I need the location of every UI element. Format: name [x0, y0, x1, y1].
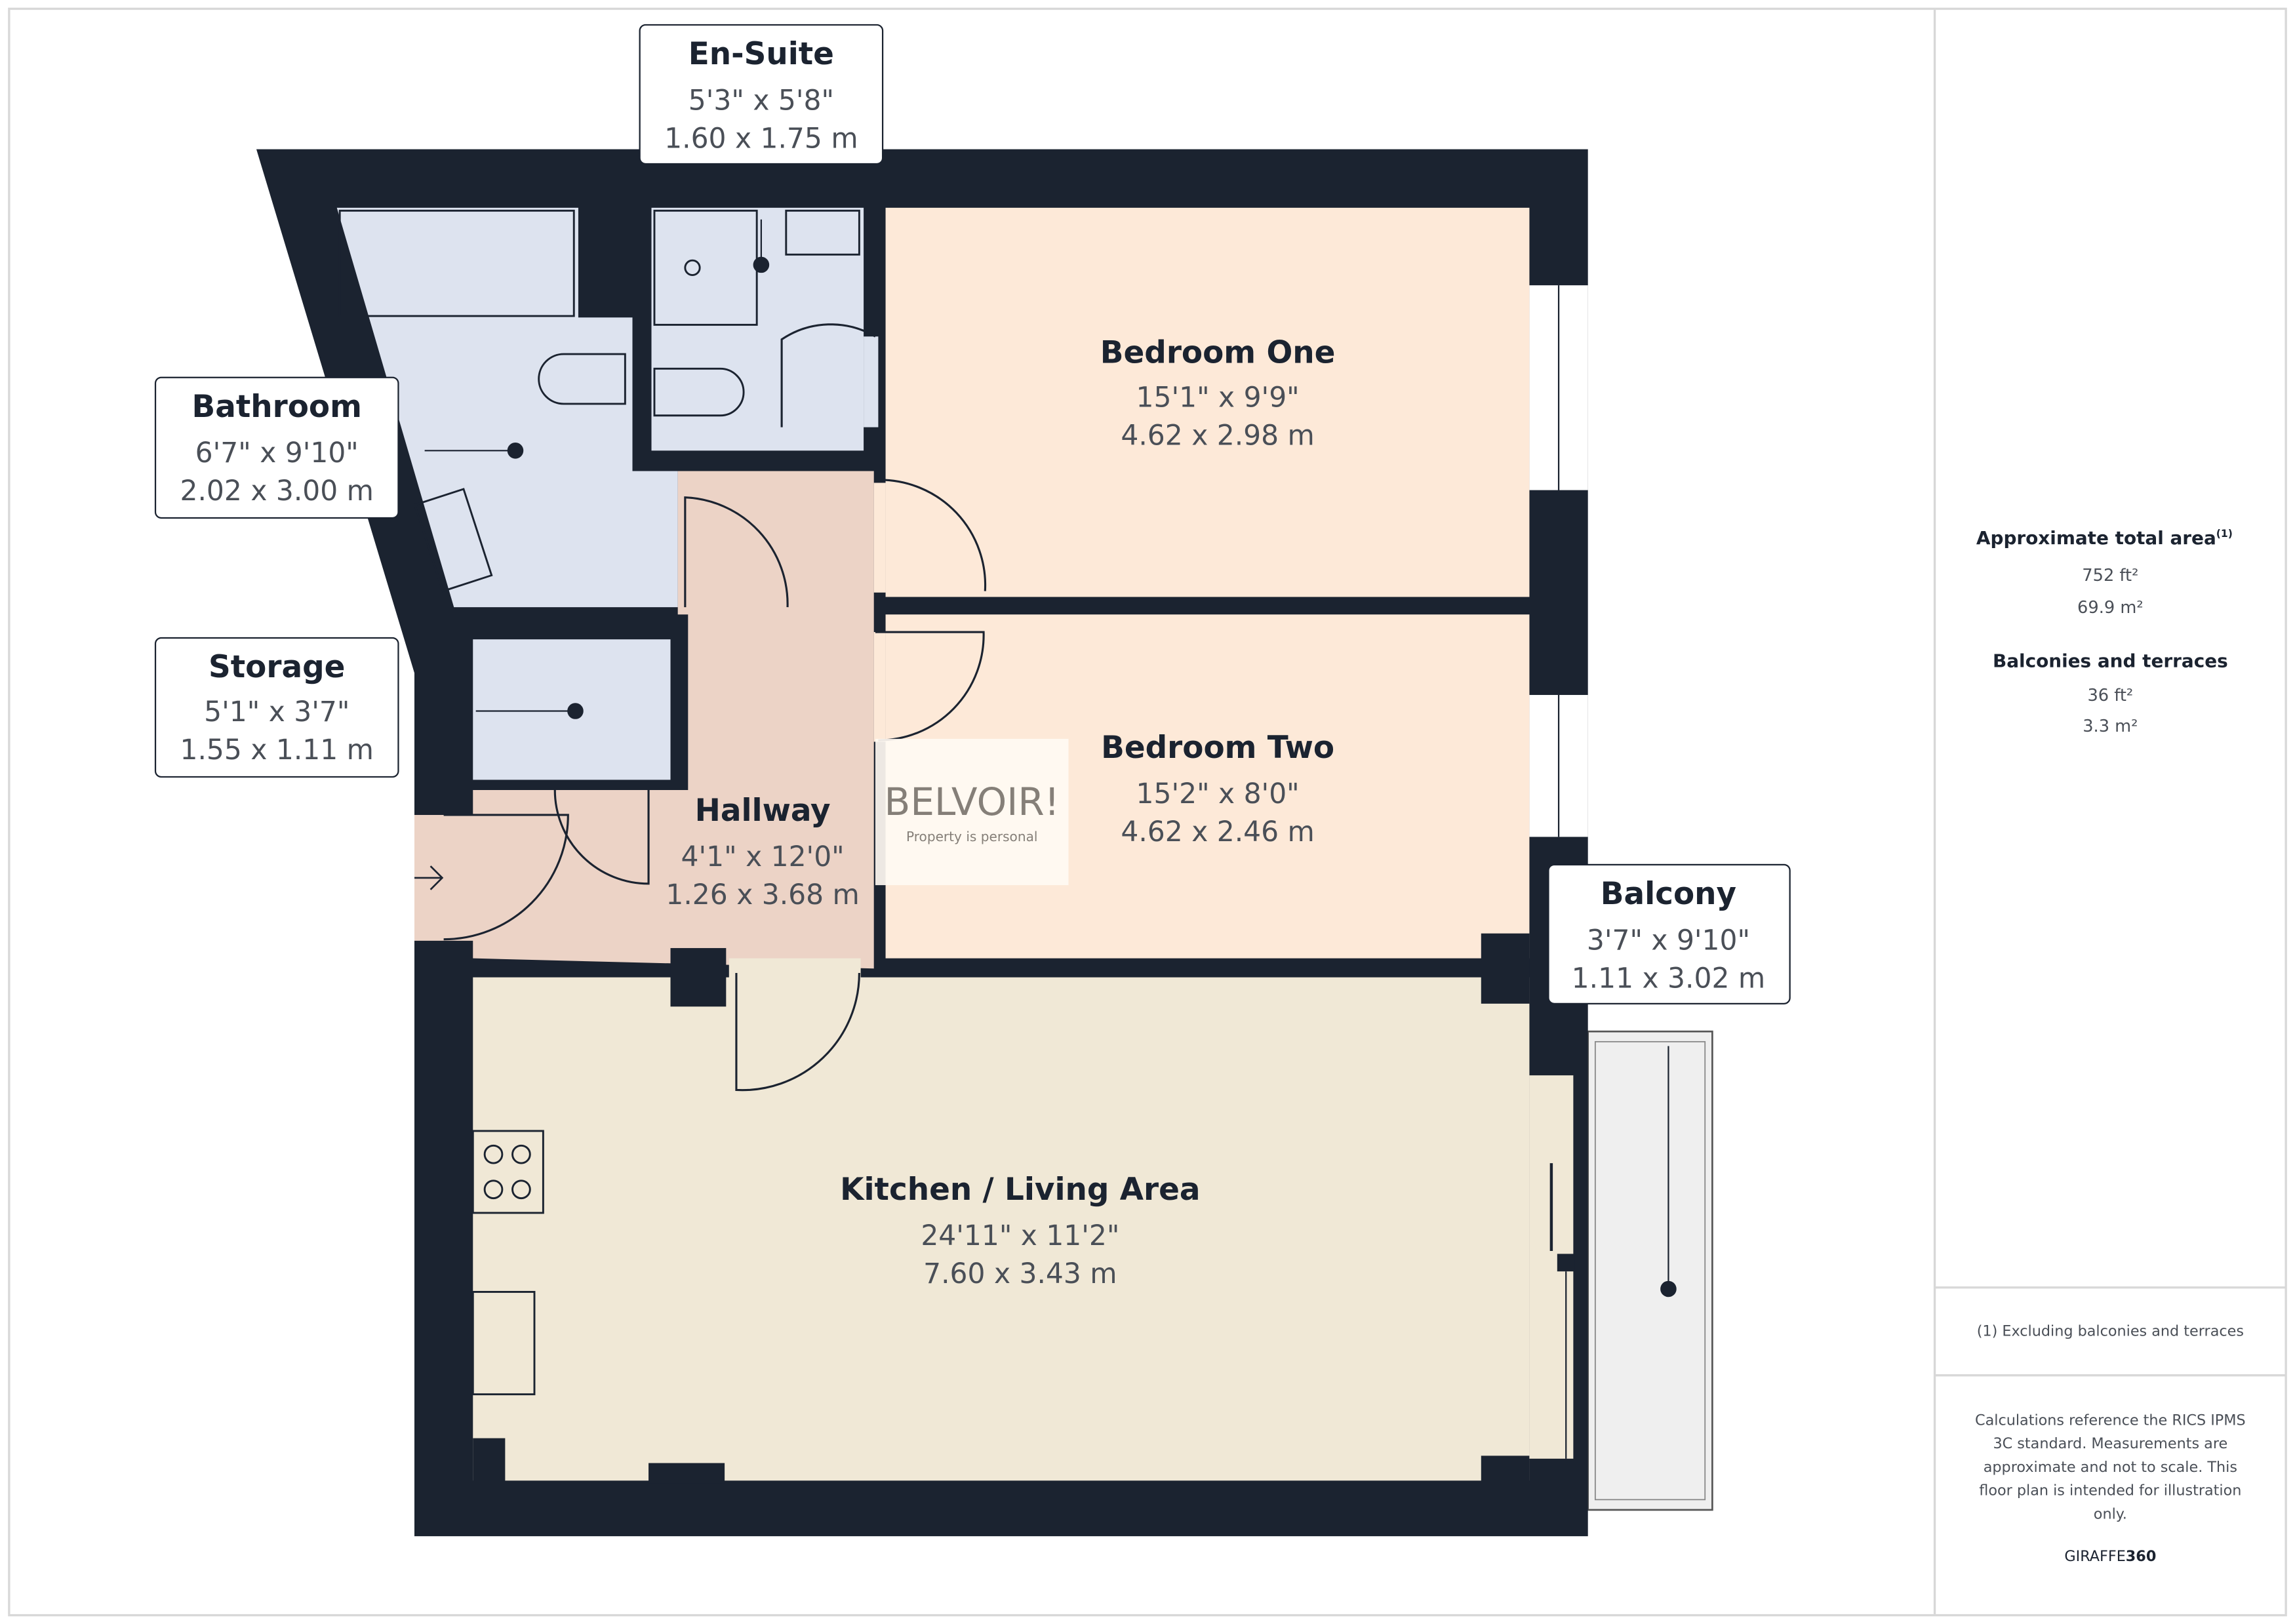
wall-pillar: [473, 1438, 506, 1482]
total-area-ft: 752 ft²: [2082, 566, 2138, 585]
room-label-kitchen: Kitchen / Living Area 24'11" x 11'2" 7.6…: [840, 1172, 1200, 1290]
room-dimensions-imperial: 5'3" x 5'8": [688, 84, 834, 116]
room-dimensions-imperial: 15'1" x 9'9": [1136, 381, 1300, 413]
room-dimensions-imperial: 3'7" x 9'10": [1587, 924, 1750, 956]
wall-pillar: [670, 948, 727, 1007]
room-dimensions-metric: 1.55 x 1.11 m: [180, 734, 374, 766]
room-name: Storage: [209, 650, 345, 685]
bedroom-two-doorway: [873, 632, 886, 742]
room-label-hallway: Hallway 4'1" x 12'0" 1.26 x 3.68 m: [666, 793, 859, 911]
room-name: Bedroom One: [1100, 335, 1336, 370]
room-dimensions-metric: 1.26 x 3.68 m: [666, 879, 859, 911]
hob-burners-icon: [483, 1144, 531, 1200]
room-dimensions-metric: 1.11 x 3.02 m: [1572, 962, 1765, 994]
room-name: En-Suite: [688, 37, 834, 72]
hallway-floor: [414, 471, 874, 969]
belvoir-logo: BELVOIR!: [885, 780, 1060, 824]
balconies-area-m: 3.3 m²: [2083, 717, 2138, 736]
hob: [471, 1130, 544, 1214]
room-dimensions-metric: 7.60 x 3.43 m: [923, 1258, 1117, 1290]
bedroom-one-floor: [885, 207, 1530, 597]
bathtub: [338, 209, 575, 317]
room-label-bedroom-two: Bedroom Two 15'2" x 8'0" 4.62 x 2.46 m: [1101, 730, 1334, 848]
bathroom-door: [684, 496, 789, 608]
disclaimer-line: only.: [2094, 1505, 2127, 1522]
room-name: Kitchen / Living Area: [840, 1172, 1200, 1208]
balconies-label: Balconies and terraces: [1993, 650, 2228, 672]
en-suite-door: [780, 323, 876, 427]
en-suite-basin: [785, 209, 860, 256]
footnote: (1) Excluding balconies and terraces: [1977, 1322, 2244, 1339]
room-dimensions-metric: 4.62 x 2.46 m: [1121, 816, 1314, 848]
kitchen-floor: [473, 977, 1530, 1481]
callout-storage: Storage 5'1" x 3'7" 1.55 x 1.11 m: [154, 637, 399, 778]
room-name: Hallway: [695, 793, 831, 829]
en-suite-doorway: [864, 336, 879, 427]
room-dimensions-metric: 4.62 x 2.98 m: [1121, 419, 1314, 451]
callout-balcony: Balcony 3'7" x 9'10" 1.11 x 3.02 m: [1547, 863, 1791, 1004]
entrance-arrow-icon: [414, 865, 444, 890]
en-suite-toilet: [653, 367, 745, 417]
disclaimer-line: Calculations reference the RICS IPMS: [1975, 1412, 2246, 1429]
room-name: Balcony: [1601, 877, 1736, 912]
disclaimer-line: floor plan is intended for illustration: [1979, 1482, 2241, 1499]
total-area-m: 69.9 m²: [2077, 598, 2144, 618]
wall-pillar: [649, 1463, 725, 1484]
room-name: Bathroom: [192, 389, 362, 425]
bedroom-one-doorway: [873, 483, 886, 593]
disclaimer-line: 3C standard. Measurements are: [1993, 1435, 2227, 1452]
room-dimensions-imperial: 24'11" x 11'2": [921, 1219, 1119, 1252]
room-dimensions-metric: 1.60 x 1.75 m: [664, 122, 858, 154]
belvoir-tagline: Property is personal: [906, 829, 1037, 844]
room-dimensions-imperial: 5'1" x 3'7": [204, 696, 349, 728]
toilet: [538, 353, 626, 405]
balconies-area-ft: 36 ft²: [2087, 686, 2133, 705]
bedroom-one-door: [875, 479, 987, 591]
callout-bathroom: Bathroom 6'7" x 9'10" 2.02 x 3.00 m: [154, 376, 399, 519]
room-dimensions-imperial: 15'2" x 8'0": [1136, 778, 1300, 810]
kitchen-sink: [471, 1290, 536, 1396]
wall-pillar: [1481, 933, 1530, 1004]
callout-en-suite: En-Suite 5'3" x 5'8" 1.60 x 1.75 m: [639, 24, 884, 165]
wall-pillar: [1481, 1456, 1530, 1482]
balcony-door: [1529, 1075, 1575, 1459]
window: [1529, 694, 1588, 837]
room-name: Bedroom Two: [1101, 730, 1334, 766]
disclaimer-line: approximate and not to scale. This: [1984, 1459, 2237, 1476]
kitchen-door: [735, 972, 860, 1092]
bathroom-floor: [336, 207, 678, 608]
shower-drain-icon: [684, 259, 701, 276]
entrance-door: [443, 814, 569, 941]
belvoir-watermark: BELVOIR! Property is personal: [875, 738, 1069, 886]
storage-door: [553, 790, 650, 885]
kitchen-doorway: [728, 958, 861, 979]
balcony-area: [1587, 1030, 1713, 1511]
total-area-label: Approximate total area(1): [1976, 527, 2233, 549]
area-summary-panel: Approximate total area(1) 752 ft² 69.9 m…: [1975, 527, 2246, 1565]
bedroom-two-door: [875, 631, 985, 742]
room-dimensions-imperial: 4'1" x 12'0": [681, 841, 845, 873]
measure-markers: [424, 219, 1677, 1297]
room-dimensions-metric: 2.02 x 3.00 m: [180, 475, 374, 507]
balcony-railing: [1594, 1040, 1706, 1501]
room-dimensions-imperial: 6'7" x 9'10": [195, 437, 359, 469]
basin: [413, 488, 493, 593]
window: [1529, 285, 1588, 490]
giraffe360-logo: GIRAFFE360: [2064, 1548, 2156, 1565]
room-label-bedroom-one: Bedroom One 15'1" x 9'9" 4.62 x 2.98 m: [1100, 335, 1336, 451]
